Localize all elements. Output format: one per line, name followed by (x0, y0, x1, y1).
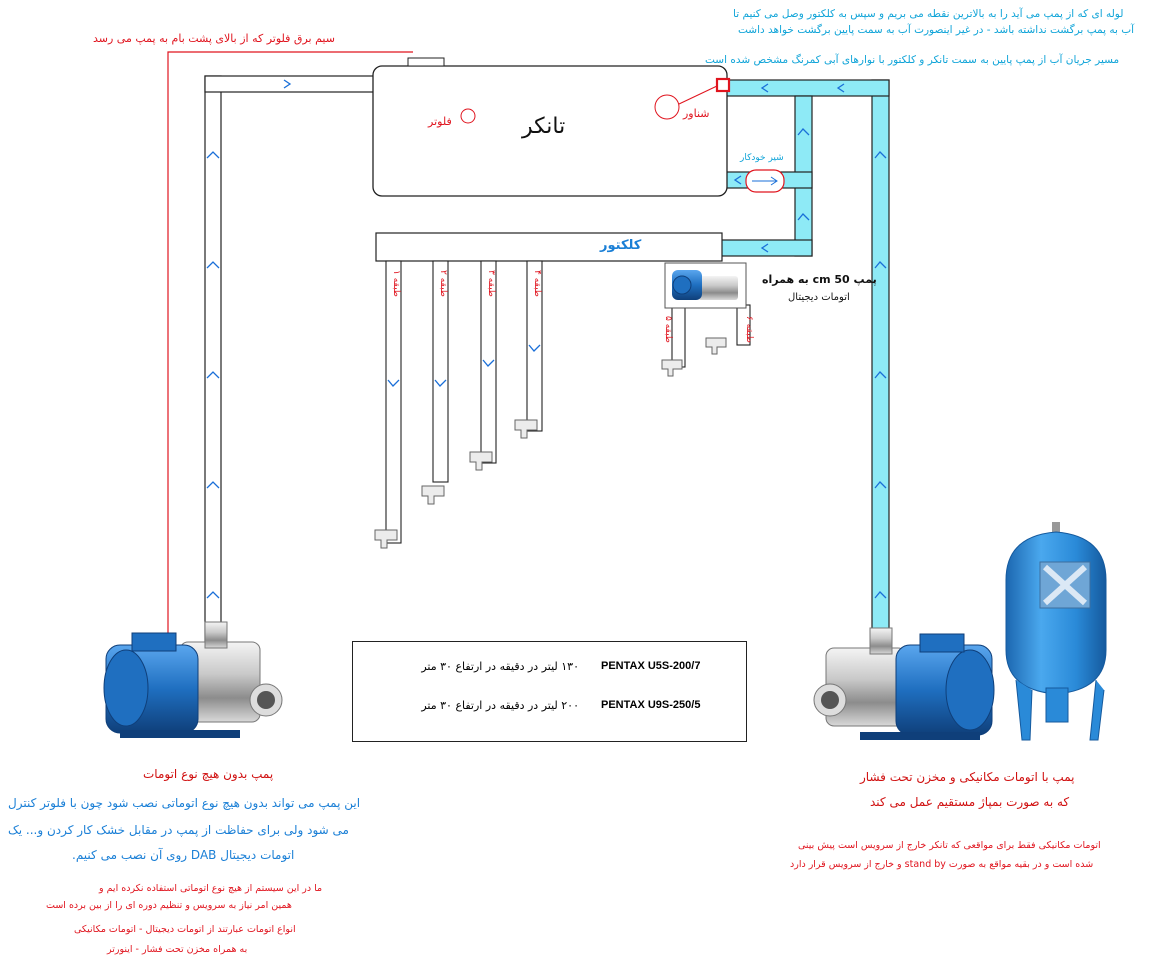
float-label: فلوتر (428, 115, 452, 128)
left-riser-pipe (204, 75, 376, 649)
right-pump-title-2: که به صورت بمپاژ مستقیم عمل می کند (870, 795, 1070, 809)
legend-spec: ۱۳۰ لیتر در دقیقه در ارتفاع ۳۰ متر (421, 660, 579, 673)
pump-spec-legend: PENTAX U5S-200/7 ۱۳۰ لیتر در دقیقه در ار… (352, 641, 747, 742)
tap-label-5: طبقه ۵ (663, 316, 673, 343)
tap-pipes (385, 260, 751, 544)
left-pump-note-4: به همراه مخزن تحت فشار - اینورتر (107, 944, 248, 955)
left-pump-note-3: انواع اتومات عبارتند از اتومات دیجیتال -… (74, 924, 296, 935)
legend-row: PENTAX U5S-200/7 ۱۳۰ لیتر در دقیقه در ار… (353, 660, 746, 680)
left-pump-desc-1: این پمپ می تواند بدون هیچ نوع اتوماتی نص… (8, 796, 361, 810)
top-right-note-1: لوله ای که از پمپ می آید را به بالاترین … (733, 8, 1124, 20)
tap-label-1: طبقه ۱ (391, 270, 401, 297)
left-pump-desc-3: اتومات دیجیتال DAB روی آن نصب می کنیم. (72, 848, 295, 862)
tank-label: تانکر (522, 114, 566, 139)
collector-label: کلکتور (600, 238, 642, 253)
left-pump (103, 621, 283, 738)
right-pump-title-1: پمپ با اتومات مکانیکی و مخزن تحت فشار (860, 770, 1075, 784)
left-pump-note-2: همین امر نیاز به سرویس و تنظیم دوره ای ر… (46, 900, 292, 911)
flow-path-note: مسیر جریان آب از پمپ پایین به سمت تانکر … (705, 54, 1120, 66)
shenavar-label: شناور (683, 107, 710, 120)
left-pump-note-1: ما در این سیستم از هیچ نوع اتوماتی استفا… (99, 883, 323, 894)
left-pump-desc-2: می شود ولی برای حفاظت از پمپ در مقابل خش… (8, 823, 349, 837)
check-valve-label: شیر خودکار (740, 153, 784, 163)
right-riser-pipe (719, 79, 890, 651)
left-pump-title: پمپ بدون هیچ نوع اتومات (143, 767, 274, 781)
legend-spec: ۲۰۰ لیتر در دقیقه در ارتفاع ۳۰ متر (421, 699, 579, 712)
right-pump-note-2: شده است و در بقیه مواقع به صورت stand by… (790, 859, 1094, 870)
small-pump-label-2: اتومات دیجیتال (788, 292, 850, 303)
legend-row: PENTAX U9S-250/5 ۲۰۰ لیتر در دقیقه در ار… (353, 699, 746, 719)
small-pump-label-1: پمپ 50 cm به همراه (762, 273, 877, 286)
tap-label-4: طبقه ۴ (532, 270, 542, 297)
flow-arrows (206, 79, 887, 599)
top-right-note-2: آب به پمپ برگشت نداشته باشد - در غیر این… (738, 24, 1135, 36)
tank (372, 57, 731, 197)
tap-label-3: طبقه ۳ (486, 270, 496, 297)
small-pump (664, 262, 747, 309)
float-wire-label: سیم برق فلوتر که از بالای پشت بام به پمپ… (93, 32, 335, 45)
legend-model: PENTAX U5S-200/7 (601, 660, 701, 672)
pressure-vessel (1005, 522, 1107, 741)
legend-model: PENTAX U9S-250/5 (601, 699, 701, 711)
tap-label-6: طبقه ۶ (744, 316, 754, 343)
collector (375, 232, 723, 262)
right-pump (813, 627, 995, 740)
tap-label-2: طبقه ۲ (438, 270, 448, 297)
check-valve (745, 169, 785, 193)
right-pump-note-1: اتومات مکانیکی فقط برای مواقعی که تانکر … (798, 840, 1101, 851)
tap-faucets (374, 337, 727, 549)
